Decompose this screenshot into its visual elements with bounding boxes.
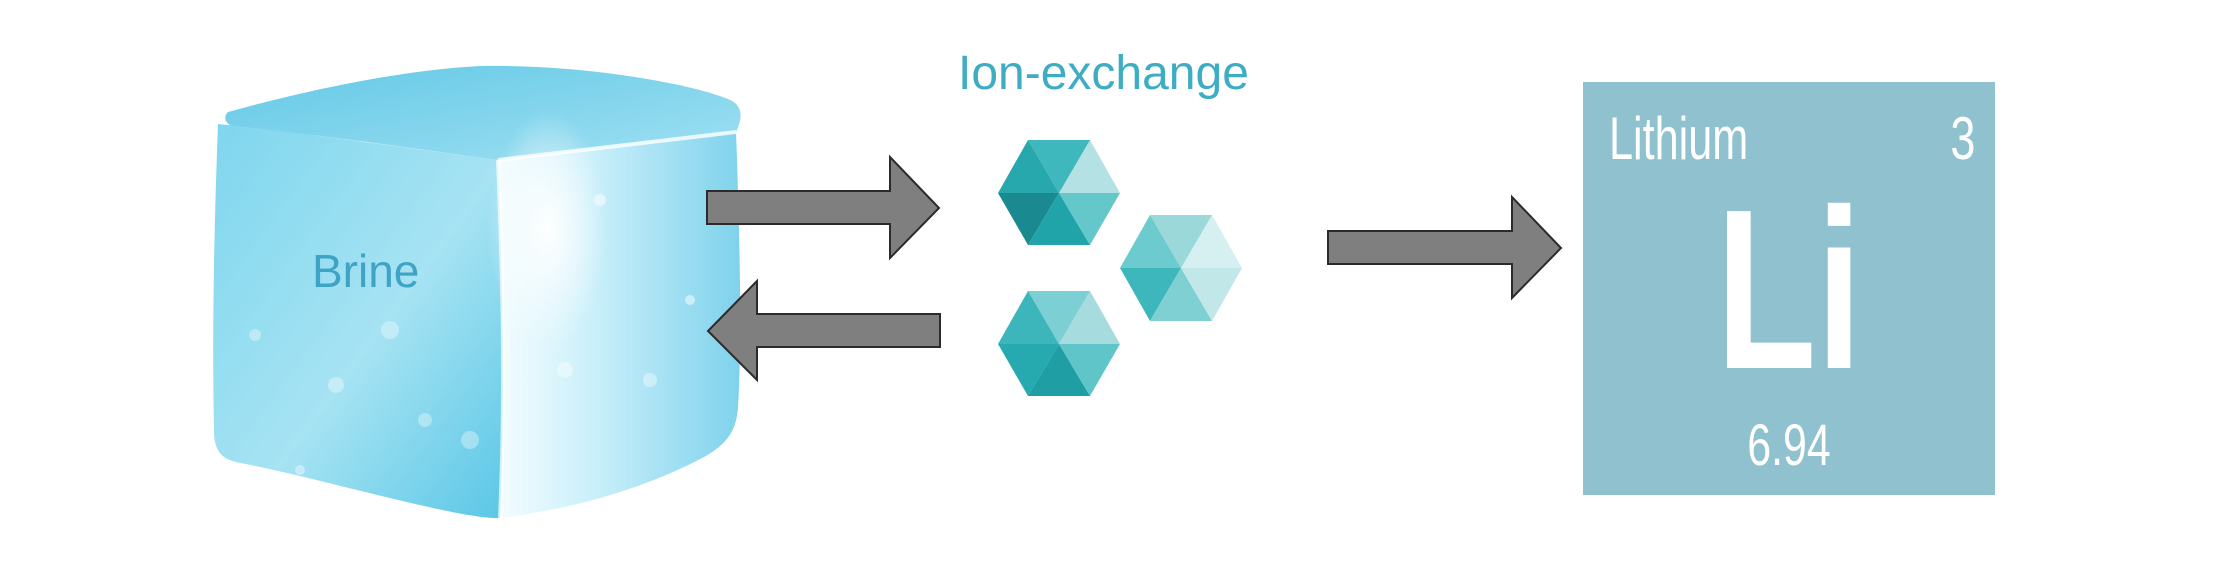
element-name: Lithium xyxy=(1609,105,1749,172)
atomic-number: 3 xyxy=(1949,105,1975,172)
ion-exchange-hexagon-icon xyxy=(998,140,1242,396)
ion-exchange-label: Ion-exchange xyxy=(958,47,1249,100)
lithium-element-tile: Lithium 3 Li 6.94 xyxy=(1583,82,1995,495)
arrow-right-icon xyxy=(706,154,941,261)
brine-label: Brine xyxy=(312,245,420,297)
atomic-mass: 6.94 xyxy=(1747,413,1831,478)
arrow-right-icon xyxy=(1327,194,1563,301)
brine-cube-icon xyxy=(213,65,741,519)
element-symbol: Li xyxy=(1716,163,1862,417)
arrow-left-icon xyxy=(706,278,941,383)
